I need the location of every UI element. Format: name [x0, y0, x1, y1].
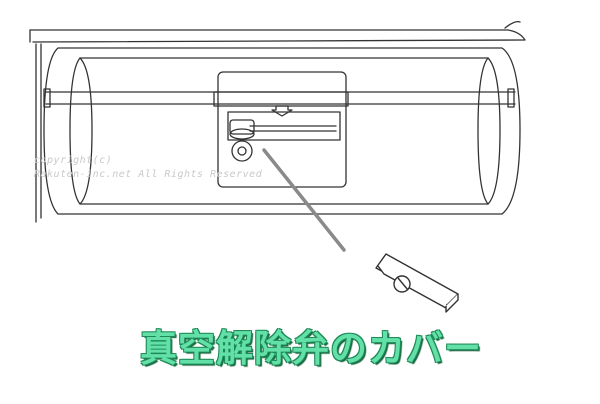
top-plate-outline	[29, 29, 526, 43]
rod-cap-left	[43, 88, 51, 108]
valve-rim	[229, 128, 255, 140]
valve-cover-part-icon	[375, 253, 459, 313]
valve-top	[229, 119, 255, 135]
down-arrow-icon	[271, 105, 293, 117]
watermark-line-1: copyright(c)	[34, 155, 112, 166]
pointer-line	[262, 148, 346, 252]
vacuum-release-valve-icon	[231, 140, 253, 162]
valve-centre	[237, 146, 247, 156]
watermark-line-2: Rakuten-inc.net All Rights Reserved	[34, 169, 263, 180]
body-shade-right	[477, 57, 489, 205]
body-outer	[43, 47, 521, 215]
rod-cap-right	[507, 88, 515, 108]
valve-cover-caption: 真空解除弁のカバー	[140, 327, 482, 370]
centre-panel	[217, 71, 347, 188]
body-shade-left	[79, 57, 93, 205]
valve-recess	[227, 111, 341, 141]
top-plate-back	[504, 20, 521, 29]
